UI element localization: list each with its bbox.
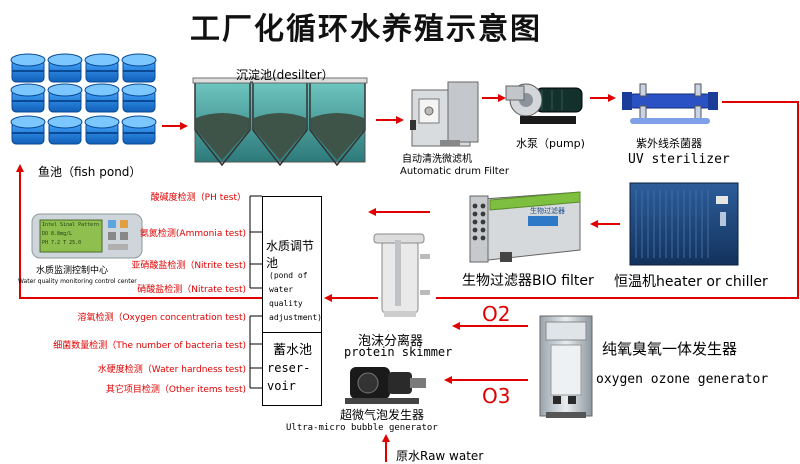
regulating-pond-box: 水质调节池 (pond of water quality adjustment) <box>262 196 322 334</box>
raw-water-label: 原水Raw water <box>396 449 484 463</box>
test-label: 细菌数量检测（The number of bacteria test) <box>53 341 246 351</box>
oxygen-generator-label-cn: 纯氧臭氧一体发生器 <box>602 340 738 358</box>
pump-label: 水泵（pump) <box>516 137 585 150</box>
uv-label-cn: 紫外线杀菌器 <box>636 137 702 150</box>
fish-tank <box>121 115 157 145</box>
regulating-pond-sub: water <box>269 285 294 294</box>
fish-tank <box>10 115 46 145</box>
fish-tank <box>10 83 46 113</box>
fish-tank <box>84 53 120 83</box>
drum-filter-label-en: Automatic drum Filter <box>400 166 509 177</box>
test-brackets <box>249 195 262 389</box>
oxygen-generator-label-en: oxygen ozone generator <box>596 372 769 387</box>
test-label: 溶氧检测（Oxygen concentration test) <box>77 313 246 323</box>
bubble-generator-label-en: Ultra-micro bubble generator <box>286 423 438 433</box>
uv-label-en: UV sterilizer <box>628 152 730 167</box>
desilter-label: 沉淀池(desilter） <box>236 68 334 82</box>
fish-tank <box>10 53 46 83</box>
regulating-pond-sub: quality <box>269 299 303 308</box>
fish-tank <box>84 115 120 145</box>
heater-label: 恒温机heater or chiller <box>614 274 768 290</box>
fish-tank <box>121 53 157 83</box>
bubble-generator-label-cn: 超微气泡发生器 <box>340 408 425 422</box>
monitor-screen-line: Intel Sinal Pattern <box>42 222 100 228</box>
fish-tank <box>47 53 83 83</box>
monitor-screen-line: PH 7.2 T 25.0 <box>42 240 82 246</box>
monitor-label-cn: 水质监测控制中心 <box>36 266 109 276</box>
fish-tank <box>121 83 157 113</box>
fish-pond-label: 鱼池（fish pond） <box>38 165 142 179</box>
protein-skimmer-label-en: protein skimmer <box>344 345 453 359</box>
bio-filter-image <box>469 191 581 263</box>
fish-pond-tanks <box>10 53 157 145</box>
o3-label: O3 <box>482 384 511 408</box>
regulating-pond-title: 水质调节池 <box>266 239 315 270</box>
reservoir-box: 蓄水池 reser- voir <box>262 332 322 406</box>
o2-label: O2 <box>482 302 511 326</box>
desilter-image <box>192 77 368 167</box>
pump-image <box>505 83 583 124</box>
reservoir-sub: voir <box>267 379 296 393</box>
bio-filter-label: 生物过滤器BIO filter <box>462 273 594 289</box>
test-label: 水硬度检测（Water hardness test) <box>97 365 246 375</box>
monitor-label-en: Water quality monitoring control center <box>18 278 137 285</box>
test-label: 其它项目检测（Other items test) <box>105 385 246 395</box>
protein-skimmer-label-cn: 泡沫分离器 <box>358 334 424 349</box>
regulating-pond-sub: adjustment) <box>269 313 322 322</box>
monitor-screen: Intel Sinal Pattern DO 8.8mg/L PH 7.2 T … <box>42 221 100 248</box>
test-label: 酸碱度检测（PH test） <box>150 193 246 203</box>
bio-filter-panel-text: 生物过滤器 <box>530 207 565 215</box>
bubble-generator-image <box>345 367 426 404</box>
flow-arrows <box>16 94 799 462</box>
fish-tank <box>84 83 120 113</box>
fish-tank <box>47 115 83 145</box>
reservoir-title: 蓄水池 <box>273 343 313 358</box>
test-label: 亚硝酸盐检测（Nitrite test) <box>131 261 246 271</box>
monitor-screen-line: DO 8.8mg/L <box>42 231 73 237</box>
drum-filter-image <box>410 81 479 147</box>
drum-filter-label-cn: 自动清洗微滤机 <box>402 154 472 165</box>
diagram-title: 工厂化循环水养殖示意图 <box>190 12 542 47</box>
monitor-device-image <box>31 213 143 259</box>
oxygen-generator-image <box>539 315 593 418</box>
uv-sterilizer-image <box>622 83 718 124</box>
heater-chiller-image <box>629 182 739 266</box>
protein-skimmer-image <box>373 233 430 317</box>
fish-tank <box>47 83 83 113</box>
regulating-pond-sub: (pond of <box>269 271 308 280</box>
reservoir-sub: reser- <box>267 361 311 375</box>
test-label: 硝酸盐检测（Nitrate test) <box>137 285 246 295</box>
test-label: 氨氮检测(Ammonia test) <box>139 229 246 239</box>
